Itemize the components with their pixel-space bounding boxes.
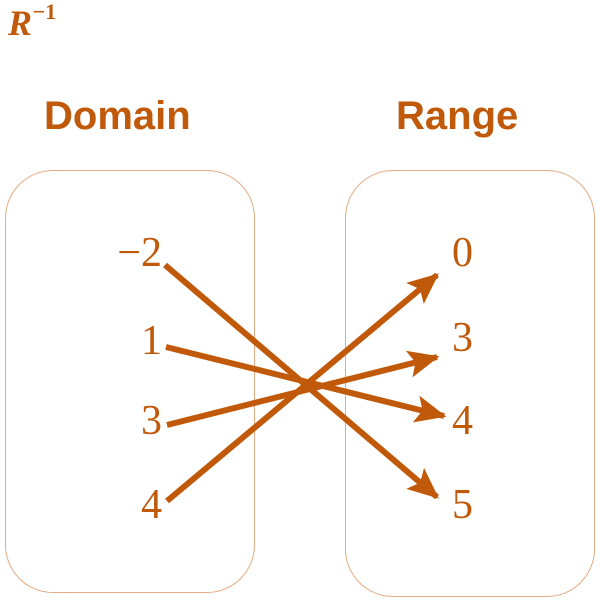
title-base: R [8, 3, 33, 43]
range-element-1: 0 [452, 230, 473, 276]
domain-element-2: 1 [141, 318, 162, 364]
range-element-2: 3 [452, 315, 473, 361]
domain-element-4: 4 [141, 482, 162, 528]
range-element-4: 5 [452, 482, 473, 528]
title-superscript: −1 [32, 0, 57, 25]
page-title: R−1 [8, 1, 56, 43]
range-heading: Range [396, 94, 519, 138]
domain-element-3: 3 [141, 398, 162, 444]
range-element-3: 4 [452, 398, 473, 444]
domain-element-1: −2 [117, 230, 162, 276]
domain-heading: Domain [44, 94, 191, 138]
